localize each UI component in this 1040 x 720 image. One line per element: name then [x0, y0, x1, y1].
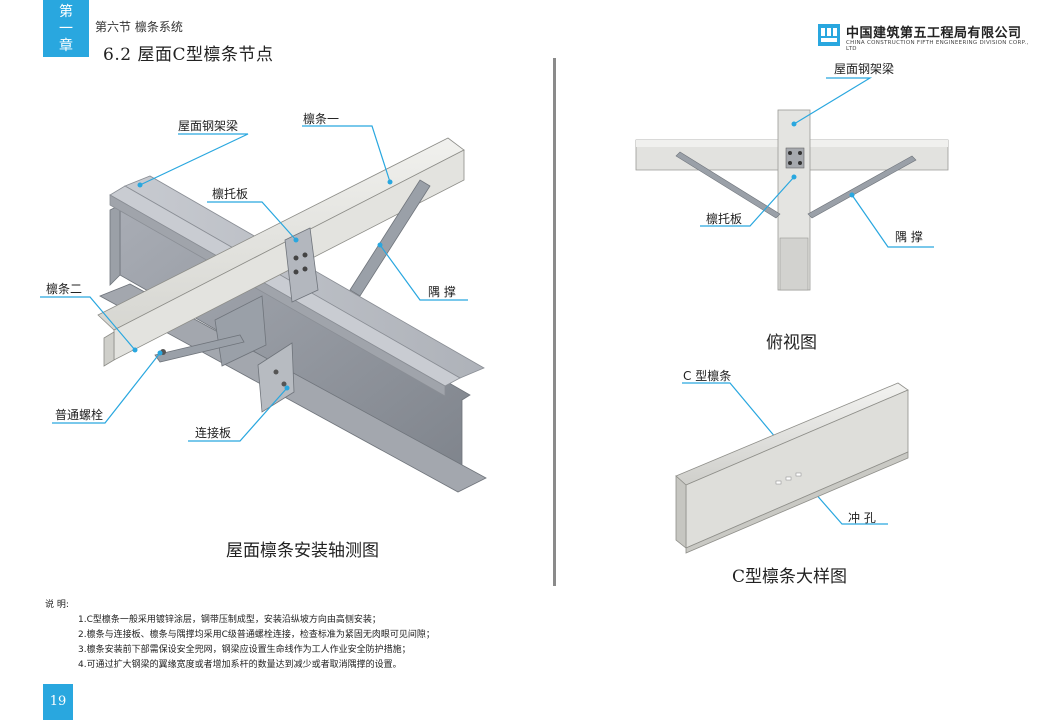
page-number: 19 [43, 684, 73, 720]
callout-roof-beam: 屋面钢架梁 [178, 119, 239, 133]
chapter-char: 章 [59, 38, 73, 54]
note-item: 2.檩条与连接板、檩条与隅撑均采用C级普通螺栓连接，检查标准为紧固无肉眼可见间隙… [78, 630, 435, 640]
callout-topview-brace: 隅 撑 [895, 230, 923, 244]
callout-punch-hole: 冲 孔 [848, 511, 876, 525]
top-view-brace-right [807, 155, 917, 219]
vertical-divider [553, 58, 556, 586]
callout-bolt: 普通螺栓 [55, 408, 104, 422]
top-view-brace-left [675, 151, 781, 219]
note-item: 4.可通过扩大钢梁的翼缘宽度或者增加系杆的数量达到减少或者取消隅撑的设置。 [78, 660, 402, 670]
callout-purlin-support: 檩托板 [212, 187, 249, 201]
callout-topview-roof-beam: 屋面钢架梁 [834, 62, 895, 76]
connection-plate [257, 342, 295, 413]
chapter-char: 第 [59, 4, 73, 20]
company-name: 中国建筑第五工程局有限公司 [846, 26, 1022, 41]
company-logo-icon [818, 24, 840, 46]
caption-axonometric: 屋面檩条安装轴测图 [226, 541, 379, 561]
note-item: 1.C型檩条一般采用镀锌涂层，钢带压制成型，安装沿纵坡方向由高侧安装； [78, 615, 381, 625]
notes: 说 明: 1.C型檩条一般采用镀锌涂层，钢带压制成型，安装沿纵坡方向由高侧安装；… [45, 598, 435, 673]
chapter-tab: 第 一 章 [43, 0, 89, 57]
company-name-en: CHINA CONSTRUCTION FIFTH ENGINEERING DIV… [846, 40, 1029, 52]
caption-c-purlin: C型檩条大样图 [732, 567, 848, 587]
note-item: 3.檩条安装前下部需保设安全兜网，钢梁应设置生命线作为工人作业安全防护措施； [78, 645, 411, 655]
notes-heading: 说 明: [45, 600, 69, 610]
callout-connector: 连接板 [195, 426, 232, 440]
chapter-char: 一 [59, 21, 73, 37]
callout-brace: 隅 撑 [428, 285, 456, 299]
brace [349, 179, 431, 297]
page-title: 6.2 屋面C型檩条节点 [103, 45, 274, 65]
callout-c-purlin: C 型檩条 [683, 369, 732, 383]
caption-top-view: 俯视图 [766, 333, 817, 353]
callout-purlin-2: 檩条二 [46, 282, 83, 296]
callout-purlin-1: 檩条一 [303, 112, 340, 126]
callout-topview-purlin-support: 檩托板 [706, 212, 743, 226]
purlin-support-plate [284, 227, 319, 303]
section-label: 第六节 檩条系统 [95, 20, 183, 34]
